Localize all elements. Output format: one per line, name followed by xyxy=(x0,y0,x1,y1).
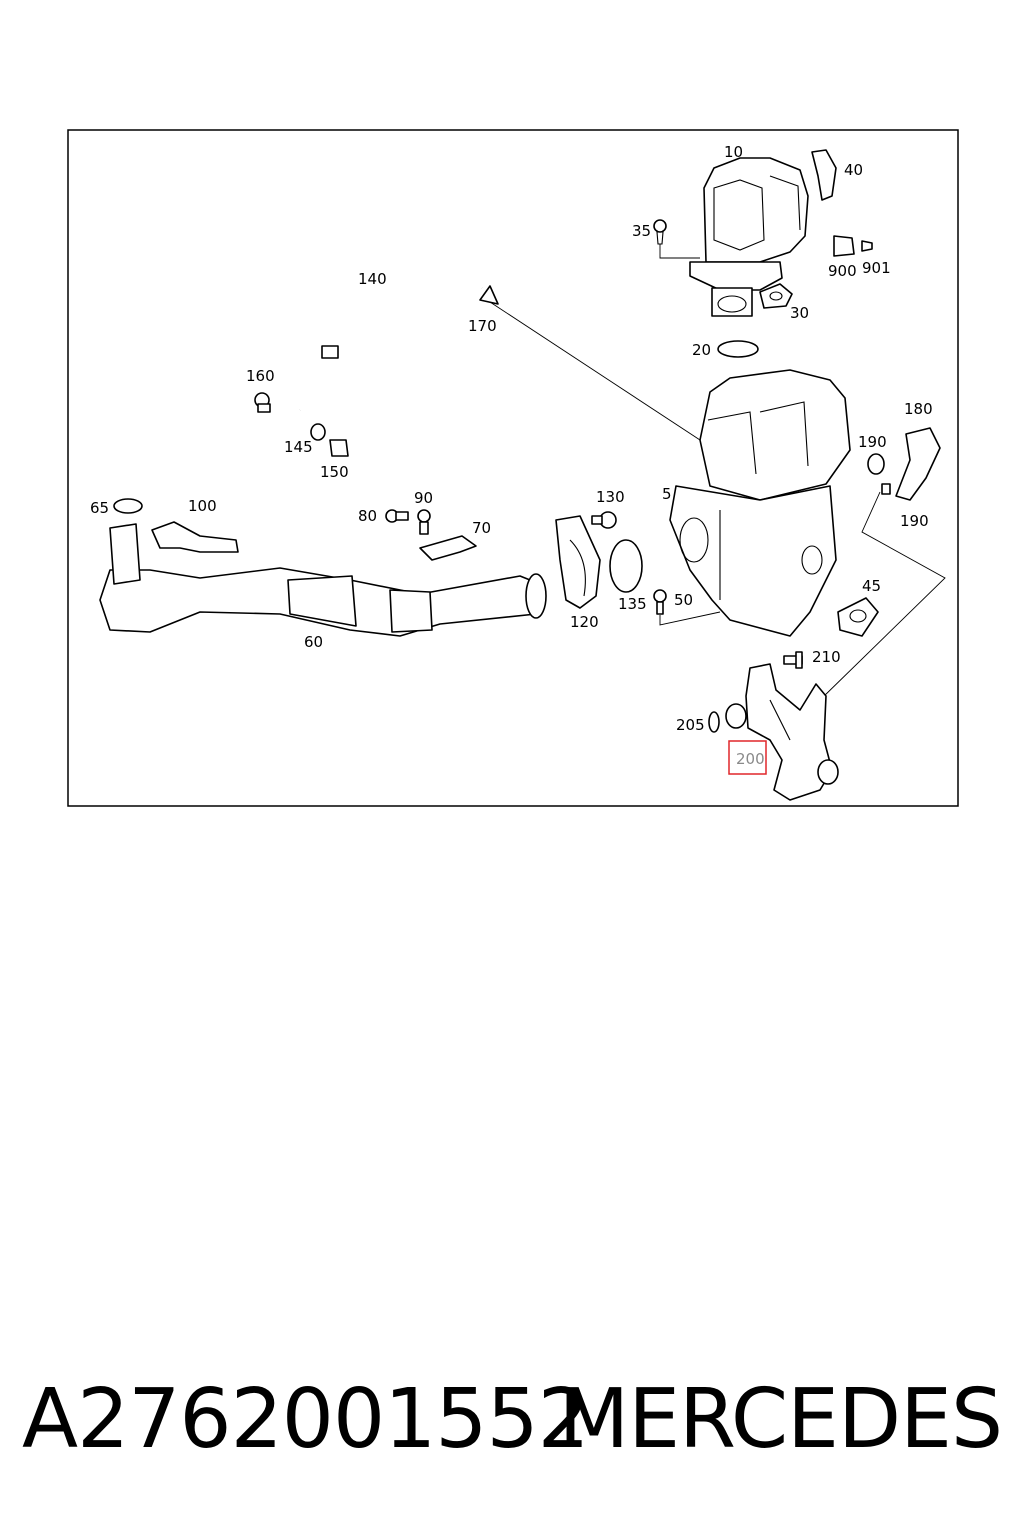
callout-140: 140 xyxy=(358,270,387,288)
callout-60: 60 xyxy=(304,633,323,651)
callout-50: 50 xyxy=(674,591,693,609)
callout-10: 10 xyxy=(724,143,743,161)
part-30-gasket xyxy=(759,283,793,309)
part-130-bolt xyxy=(591,511,617,529)
highlight-box-200 xyxy=(728,740,767,775)
part-205-oring xyxy=(708,711,720,733)
callout-205: 205 xyxy=(676,716,705,734)
part-5-housing xyxy=(669,369,851,637)
callout-901: 901 xyxy=(862,259,891,277)
callout-200: 200 xyxy=(736,750,765,768)
part-190-clamp xyxy=(867,453,885,475)
part-80-bolt xyxy=(385,509,409,523)
part-180-hose xyxy=(895,427,941,501)
callout-90: 90 xyxy=(414,489,433,507)
callout-40: 40 xyxy=(844,161,863,179)
part-40-sensor xyxy=(811,149,837,201)
callout-130: 130 xyxy=(596,488,625,506)
callout-190-upper: 190 xyxy=(858,433,887,451)
parts-diagram: 10 40 35 900 901 30 140 170 20 160 145 1… xyxy=(67,129,959,807)
brand-name: MERCEDES xyxy=(558,1372,1003,1467)
part-900-connector xyxy=(833,235,873,257)
part-20-oring xyxy=(717,340,759,358)
part-190-clip xyxy=(881,483,891,495)
part-65-oring xyxy=(113,498,143,514)
leader-lines xyxy=(489,244,946,701)
callout-labels: 10 40 35 900 901 30 140 170 20 160 145 1… xyxy=(90,143,933,768)
callout-170: 170 xyxy=(468,317,497,335)
callout-65: 65 xyxy=(90,499,109,517)
callout-180: 180 xyxy=(904,400,933,418)
callout-150: 150 xyxy=(320,463,349,481)
caption-bar: A2762001552 MERCEDES xyxy=(0,1370,1024,1480)
part-135-gasket xyxy=(609,539,643,593)
callout-900: 900 xyxy=(828,262,857,280)
part-120-clamp xyxy=(555,515,601,609)
part-200-coolant-pipe xyxy=(725,663,839,801)
part-170-clip xyxy=(479,285,499,305)
diagram-frame xyxy=(67,129,959,807)
callout-30: 30 xyxy=(790,304,809,322)
part-70-bracket xyxy=(419,535,477,561)
part-100-bracket xyxy=(151,521,239,553)
callout-5: 5 xyxy=(662,485,672,503)
part-60-pipe xyxy=(99,523,547,637)
part-140-pipe xyxy=(296,260,487,414)
part-160-bolt xyxy=(254,392,271,413)
part-35-screw xyxy=(653,219,667,245)
callout-120: 120 xyxy=(570,613,599,631)
callout-190-lower: 190 xyxy=(900,512,929,530)
callout-145: 145 xyxy=(284,438,313,456)
callout-210: 210 xyxy=(812,648,841,666)
callout-100: 100 xyxy=(188,497,217,515)
callout-35: 35 xyxy=(632,222,651,240)
part-90-bolt xyxy=(417,509,431,535)
part-egr-actuator-upper xyxy=(689,157,809,317)
part-50-screw xyxy=(653,589,667,615)
callout-135: 135 xyxy=(618,595,647,613)
part-number: A2762001552 xyxy=(22,1372,590,1467)
part-45-gasket xyxy=(837,597,879,637)
callout-160: 160 xyxy=(246,367,275,385)
part-145-seal xyxy=(310,423,326,441)
callout-45: 45 xyxy=(862,577,881,595)
callout-80: 80 xyxy=(358,507,377,525)
part-150-bolt xyxy=(329,439,349,457)
part-210-bolt xyxy=(783,651,803,669)
callout-70: 70 xyxy=(472,519,491,537)
callout-20: 20 xyxy=(692,341,711,359)
